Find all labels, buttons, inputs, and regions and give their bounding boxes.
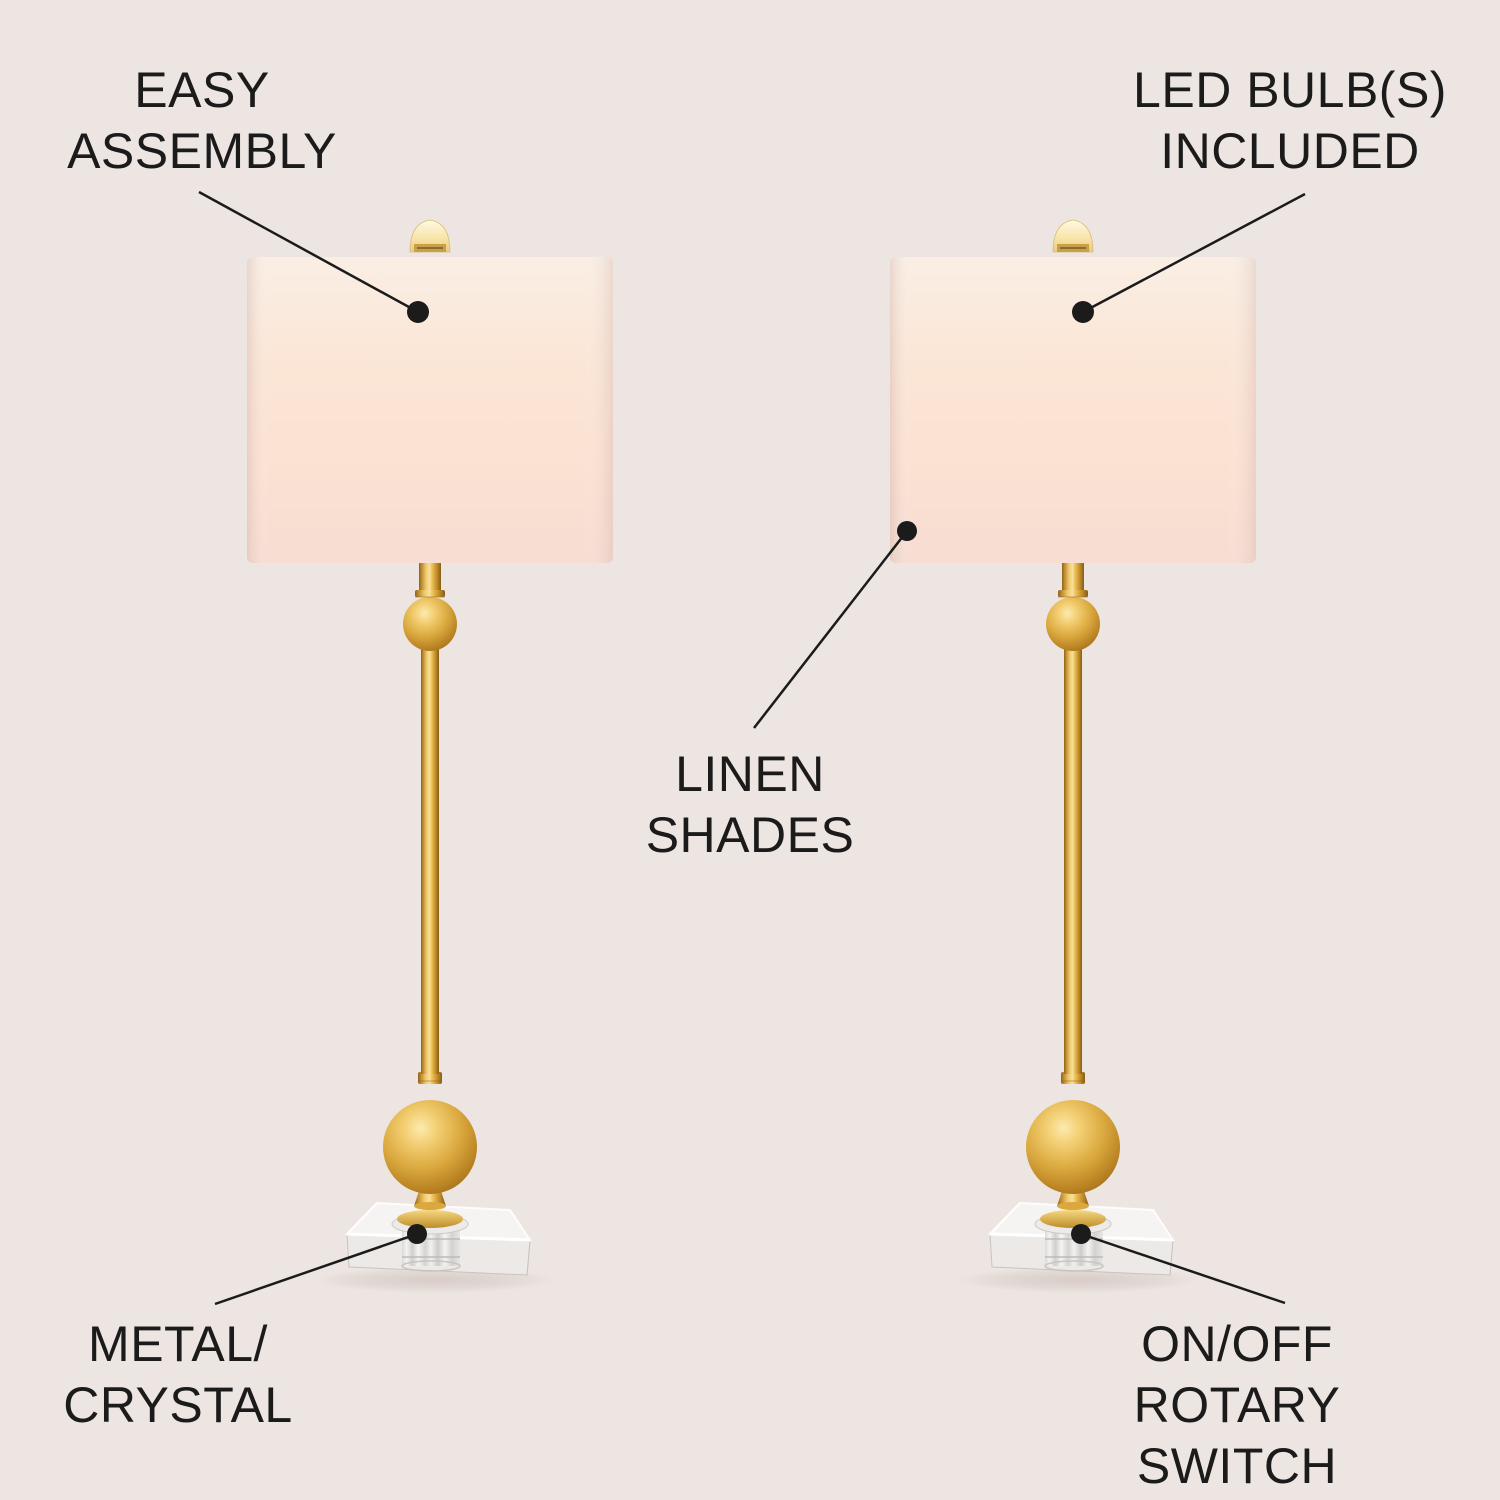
- table-lamp-right: [888, 218, 1258, 1295]
- callout-dot-on-off: [1071, 1224, 1091, 1244]
- callout-line-on-off: [1080, 1232, 1286, 1305]
- callout-dot-metal-crystal: [407, 1224, 427, 1244]
- callout-label-metal-crystal: METAL/ CRYSTAL: [63, 1316, 293, 1433]
- callout-label-on-off-rotary-switch: ON/OFF ROTARY SWITCH: [1133, 1316, 1341, 1494]
- callout-line-led-bulbs: [1082, 192, 1306, 314]
- callout-line-linen-shades: [753, 530, 908, 729]
- callout-leader-lines: [198, 190, 1306, 1306]
- callout-line-metal-crystal: [214, 1232, 418, 1306]
- callout-label-easy-assembly: EASY ASSEMBLY: [67, 62, 337, 179]
- callout-dot-led-bulbs: [1072, 301, 1094, 323]
- table-lamp-left: [245, 218, 615, 1295]
- callout-label-led-bulbs-included: LED BULB(S) INCLUDED: [1133, 62, 1447, 179]
- callout-label-linen-shades: LINEN SHADES: [645, 746, 855, 863]
- callout-dot-linen-shades: [897, 521, 917, 541]
- callout-line-easy-assembly: [198, 190, 419, 314]
- callout-dots: [407, 301, 1094, 1244]
- callout-dot-easy-assembly: [407, 301, 429, 323]
